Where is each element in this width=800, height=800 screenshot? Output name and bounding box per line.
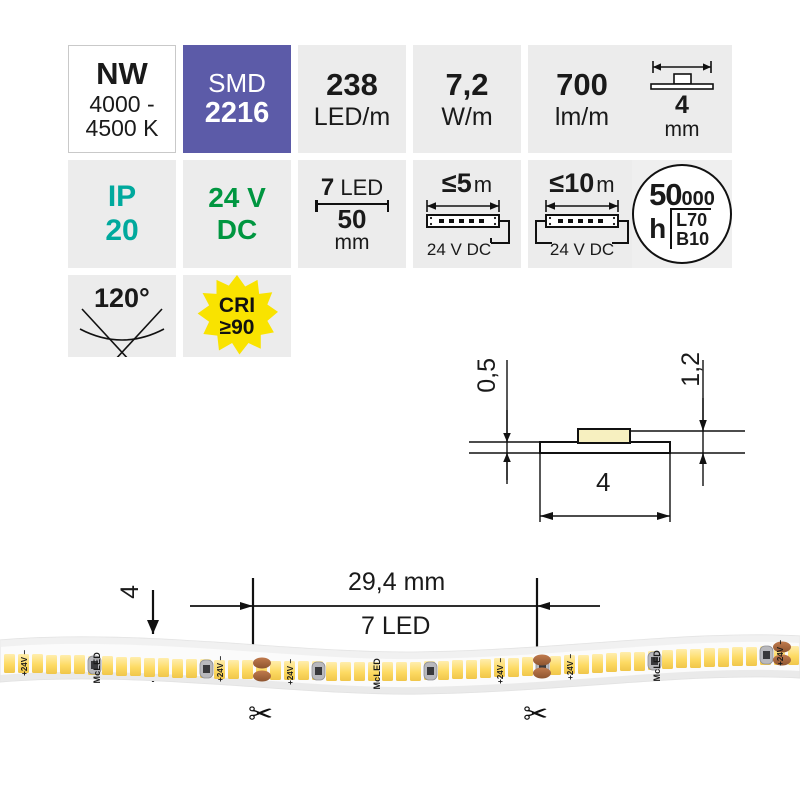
flux-value: 700	[556, 66, 608, 102]
cut-unit-dimension-line	[315, 199, 389, 212]
cct-range-line2: 4500 K	[85, 115, 159, 141]
strip-width-icon	[647, 59, 717, 93]
strip-width-unit: mm	[664, 117, 700, 141]
smd-label: SMD	[208, 68, 266, 98]
cut-unit-length: 50	[337, 203, 367, 234]
double-feed-icon	[530, 197, 634, 257]
strip-brand-label: McLED	[652, 650, 662, 682]
flux-unit: lm/m	[554, 102, 610, 131]
lifetime-ratings: L70 B10	[670, 208, 712, 249]
cross-section-drawing: 0,5 1,2 4	[455, 350, 755, 535]
ip-value: 20	[105, 214, 139, 247]
lifetime-hours-row: 50 000	[649, 179, 715, 210]
tile-beam-angle: 120°	[68, 275, 176, 357]
led-strip-photo: McLED McLED McLED +24V − +24V − +24V − +…	[0, 624, 800, 700]
strip-polarity-label: +24V −	[496, 658, 505, 684]
power-unit: W/m	[441, 102, 493, 131]
tile-lifetime: 50 000 h L70 B10	[632, 160, 732, 268]
strip-brand-label: McLED	[372, 658, 382, 690]
cross-section-pcb-thickness: 0,5	[473, 358, 501, 393]
cross-section-width: 4	[596, 467, 611, 497]
strip-width-dimension: 4	[116, 585, 144, 599]
beam-angle-icon	[68, 275, 176, 357]
cct-range-line1: 4000 -	[89, 91, 155, 117]
tile-power: 7,2 W/m	[413, 45, 521, 153]
tile-max-run-single-feed: ≤5 m 24 V DC	[413, 160, 521, 268]
cut-unit-leds: 7 LED	[320, 173, 384, 201]
lifetime-l-rating: L70	[676, 210, 708, 231]
strip-polarity-label: +24V −	[776, 640, 785, 666]
scissors-icon: ✂	[523, 698, 549, 731]
cri-value: ≥90	[219, 315, 255, 339]
power-value: 7,2	[445, 66, 489, 102]
tile-led-density: 238 LED/m	[298, 45, 406, 153]
lifetime-hours-unit: h	[649, 212, 667, 244]
scissors-icon: ✂	[248, 698, 274, 731]
tile-max-run-double-feed: ≤10 m 24 V DC	[528, 160, 636, 268]
tile-luminous-flux: 700 lm/m	[528, 45, 636, 153]
tile-voltage: 24 V DC	[183, 160, 291, 268]
cut-unit-led-count: 7	[320, 173, 335, 201]
tile-strip-width: 4 mm	[632, 45, 732, 153]
tile-cct: NW 4000 - 4500 K	[68, 45, 176, 153]
led-density-unit: LED/m	[313, 102, 391, 131]
ip-label: IP	[107, 180, 137, 213]
max-run-single-limit: ≤5	[441, 168, 472, 198]
led-density-value: 238	[326, 66, 378, 102]
cct-code: NW	[96, 56, 148, 91]
lifetime-circle: 50 000 h L70 B10	[632, 164, 732, 264]
lifetime-b-rating: B10	[676, 229, 710, 249]
voltage-type: DC	[216, 214, 258, 245]
strip-width-value: 4	[675, 90, 689, 119]
cut-unit-led-label: LED	[340, 174, 384, 200]
lifetime-hours-main: 50	[649, 177, 682, 213]
single-feed-icon	[419, 197, 515, 257]
cut-unit-length-unit: mm	[334, 230, 370, 254]
strip-polarity-label: +24V −	[20, 650, 29, 676]
max-run-single-label: ≤5 m	[442, 170, 492, 197]
strip-pitch-led-count: 7 LED	[361, 612, 431, 640]
max-run-double-unit: m	[596, 172, 615, 197]
tile-cut-unit: 7 LED 50 mm	[298, 160, 406, 268]
strip-polarity-label: +24V −	[286, 659, 295, 685]
max-run-double-label: ≤10 m	[549, 170, 614, 197]
strip-polarity-label: +24V −	[566, 654, 575, 680]
lifetime-hours-thousands: 000	[681, 188, 715, 211]
beam-angle-value: 120°	[94, 283, 150, 313]
tile-cri: CRI ≥90	[183, 275, 291, 357]
strip-brand-label: McLED	[92, 652, 102, 684]
max-run-single-supply: 24 V DC	[426, 240, 492, 259]
strip-pitch-dimension: 29,4 mm	[348, 568, 446, 596]
tile-smd: SMD 2216	[183, 45, 291, 153]
smd-type: 2216	[204, 97, 270, 129]
strip-polarity-label: +24V −	[216, 656, 225, 682]
lifetime-rating-row: h L70 B10	[649, 208, 715, 249]
cross-section-total-height: 1,2	[677, 352, 705, 387]
max-run-single-unit: m	[473, 172, 493, 197]
voltage-value: 24 V	[208, 182, 266, 213]
max-run-double-limit: ≤10	[549, 168, 595, 198]
tile-ip-rating: IP 20	[68, 160, 176, 268]
cri-label: CRI	[218, 293, 256, 317]
cri-star-badge: CRI ≥90	[197, 275, 278, 355]
max-run-double-supply: 24 V DC	[549, 240, 615, 259]
